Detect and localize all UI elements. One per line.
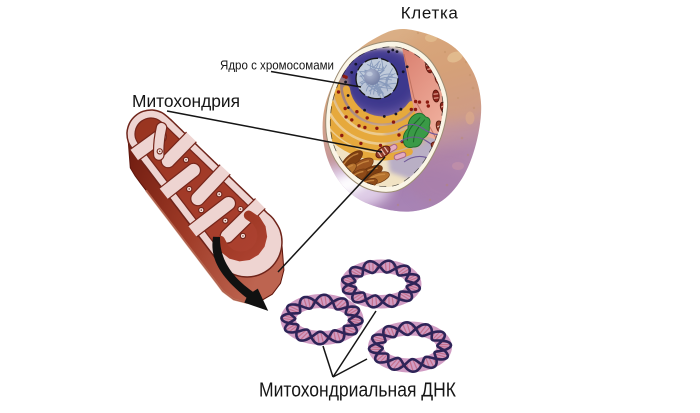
svg-text:Митохондрия: Митохондрия <box>132 91 240 111</box>
svg-text:Клетка: Клетка <box>401 4 459 23</box>
svg-text:Митохондриальная ДНК: Митохондриальная ДНК <box>259 379 456 401</box>
svg-text:Ядро с хромосомами: Ядро с хромосомами <box>220 57 334 72</box>
